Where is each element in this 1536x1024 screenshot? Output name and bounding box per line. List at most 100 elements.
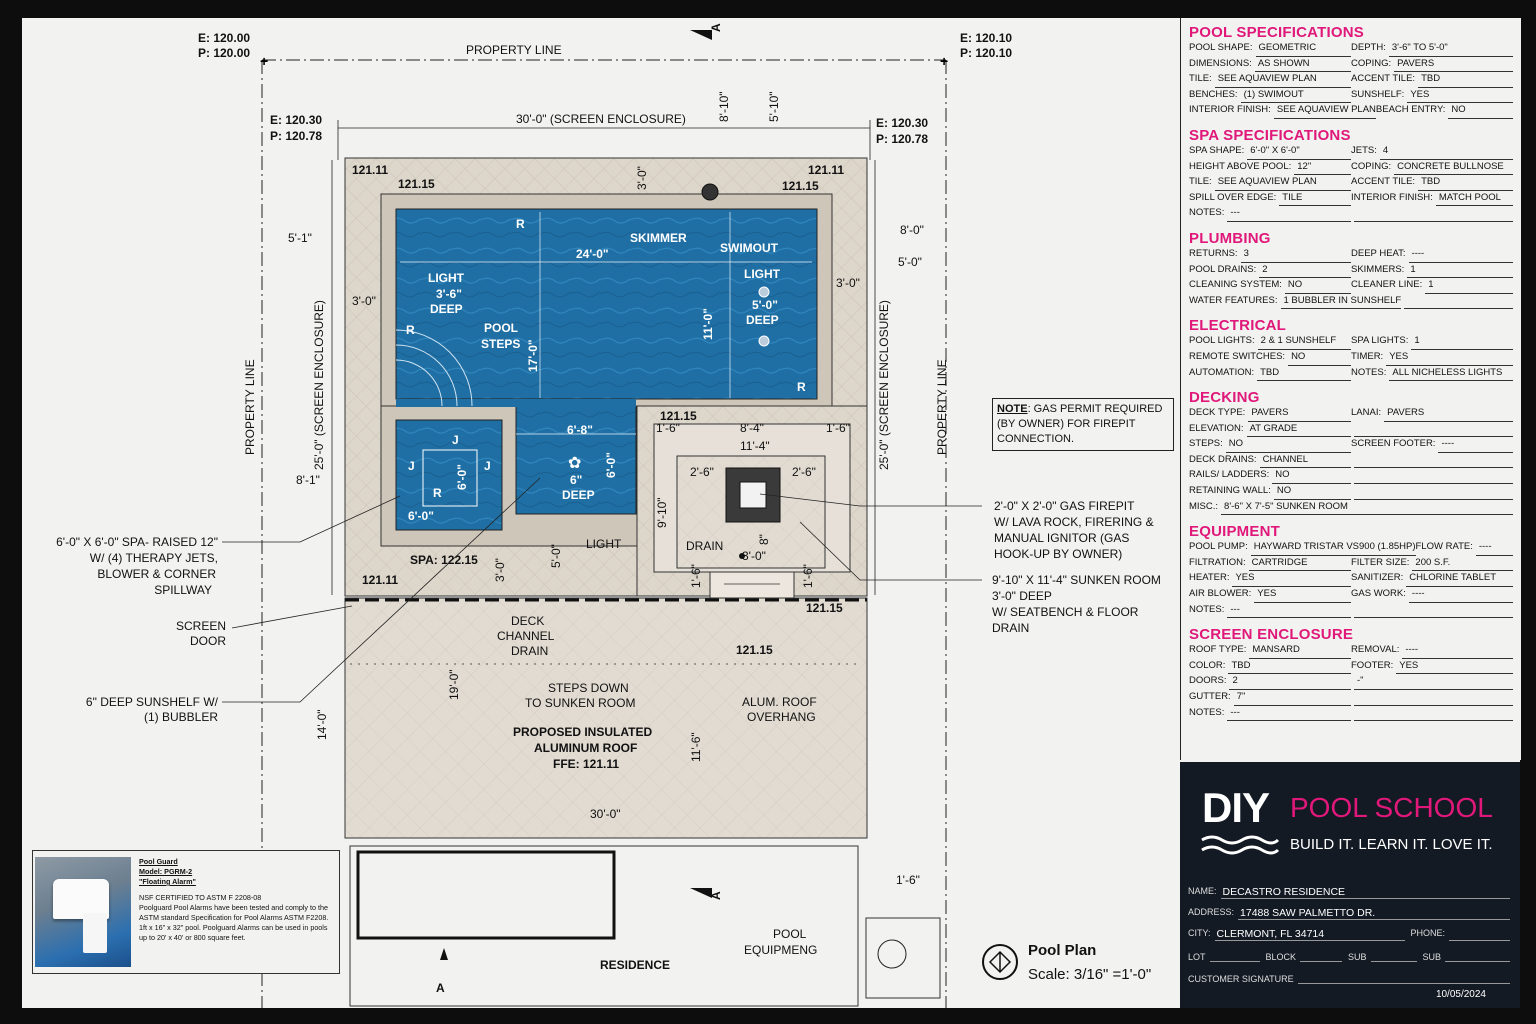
spec-value: 2 bbox=[1229, 674, 1351, 690]
elev-label: P: 120.00 bbox=[198, 46, 250, 60]
dim-label: 3'-0" bbox=[635, 166, 649, 190]
spec-value: HAYWARD TRISTAR VS900 (1.85HP) bbox=[1250, 540, 1416, 556]
spec-value: MATCH POOL bbox=[1435, 191, 1513, 207]
return-marker: R bbox=[797, 380, 806, 394]
sunshelf-depth: DEEP bbox=[562, 488, 595, 502]
spec-key: SUNSHELF: bbox=[1351, 88, 1405, 100]
spec-key: JETS: bbox=[1351, 144, 1377, 156]
steps-down-label: TO SUNKEN ROOM bbox=[525, 696, 635, 710]
tb-name-row: NAME:DECASTRO RESIDENCE bbox=[1188, 886, 1510, 899]
grade-label: 121.15 bbox=[806, 601, 843, 615]
grade-label: 121.15 bbox=[660, 409, 697, 423]
dim-label: 1'-6" bbox=[689, 564, 703, 588]
skimmer-label: SKIMMER bbox=[630, 231, 687, 245]
title-block: DIY POOL SCHOOL BUILD IT. LEARN IT. LOVE… bbox=[1180, 762, 1520, 1008]
spec-key: FILTRATION: bbox=[1189, 556, 1246, 568]
callout-sunken: DRAIN bbox=[992, 621, 1029, 635]
spec-section-title: DECKING bbox=[1189, 389, 1260, 407]
spec-value: TBD bbox=[1257, 366, 1351, 382]
pool-water bbox=[395, 208, 818, 400]
spec-value bbox=[1354, 690, 1513, 706]
tb-date: 10/05/2024 bbox=[1435, 989, 1486, 1000]
depth-label: DEEP bbox=[746, 313, 779, 327]
grade-label: SPA: 122.15 bbox=[410, 553, 478, 567]
spec-key: WATER FEATURES: bbox=[1189, 294, 1278, 306]
steps-down-label: STEPS DOWN bbox=[548, 681, 629, 695]
roof-label: PROPOSED INSULATED bbox=[513, 725, 652, 739]
spec-key: DIMENSIONS: bbox=[1189, 57, 1252, 69]
section-marker bbox=[690, 30, 712, 40]
spec-key: AUTOMATION: bbox=[1189, 366, 1255, 378]
floor-drain bbox=[739, 553, 745, 559]
dim-label: 8'-0" bbox=[900, 223, 924, 237]
spec-value: TILE bbox=[1279, 191, 1351, 207]
dim-label: 17'-0" bbox=[526, 339, 540, 372]
spec-value bbox=[1354, 603, 1513, 619]
light-label: LIGHT bbox=[428, 271, 465, 285]
elev-label: E: 120.00 bbox=[198, 31, 250, 45]
spec-key: COPING: bbox=[1351, 57, 1392, 69]
note-text: : GAS PERMIT REQUIRED (BY OWNER) FOR FIR… bbox=[997, 403, 1163, 445]
dim-label: 5'-0" bbox=[898, 255, 922, 269]
spec-key: MISC.: bbox=[1189, 500, 1219, 512]
deck-drain-label: DECK bbox=[511, 614, 544, 628]
spec-key: ACCENT TILE: bbox=[1351, 176, 1416, 188]
pool-steps bbox=[395, 329, 473, 407]
pool-guard-title: Pool Guard bbox=[139, 857, 178, 866]
dim-label: 3'-0" bbox=[836, 276, 860, 290]
property-lines bbox=[261, 59, 947, 1008]
dim-label: 2'-6" bbox=[690, 465, 714, 479]
callout-spa: SPILLWAY bbox=[154, 583, 212, 597]
overhang-label: ALUM. ROOF bbox=[742, 695, 817, 709]
pool-guard-cert: NSF CERTIFIED TO ASTM F 2208-08 bbox=[139, 893, 262, 902]
spec-key: POOL DRAINS: bbox=[1189, 263, 1257, 275]
spec-key: ACCENT TILE: bbox=[1351, 73, 1416, 85]
spec-value: NO bbox=[1273, 484, 1351, 500]
spec-key: NOTES: bbox=[1189, 603, 1225, 615]
spec-key: FOOTER: bbox=[1351, 659, 1394, 671]
spec-row: NOTES:--- bbox=[1189, 706, 1513, 722]
spec-value: 4 bbox=[1379, 144, 1513, 160]
spec-key: TILE: bbox=[1189, 73, 1212, 85]
callout-sunshelf: (1) BUBBLER bbox=[144, 710, 218, 724]
tb-address-row: ADDRESS:17488 SAW PALMETTO DR. bbox=[1188, 907, 1510, 920]
spec-key: RETAINING WALL: bbox=[1189, 485, 1271, 497]
spec-value bbox=[1404, 294, 1513, 310]
spec-section-title: EQUIPMENT bbox=[1189, 523, 1280, 541]
elev-label: P: 120.10 bbox=[960, 46, 1012, 60]
spec-key: LANAI: bbox=[1351, 407, 1382, 419]
spec-key: INTERIOR FINISH: bbox=[1189, 104, 1271, 116]
dim-label: 11'-6" bbox=[689, 732, 703, 762]
pool-guard-sub: "Floating Alarm" bbox=[139, 877, 196, 886]
jet-marker: J bbox=[484, 459, 491, 473]
dim-label: 5'-0" bbox=[549, 544, 563, 568]
roof-label: ALUMINUM ROOF bbox=[534, 741, 637, 755]
pool-guard-body: Poolguard Pool Alarms have been tested a… bbox=[139, 903, 329, 942]
spec-key: DECK TYPE: bbox=[1189, 407, 1246, 419]
spa-bench bbox=[422, 449, 478, 507]
dim-label: 9'-10" bbox=[655, 497, 669, 528]
corner-plus: + bbox=[940, 53, 948, 69]
waves-icon bbox=[1201, 835, 1280, 855]
deck-drain-label: DRAIN bbox=[511, 644, 548, 658]
spec-value: --- bbox=[1227, 206, 1351, 222]
overhang-label: OVERHANG bbox=[747, 710, 816, 724]
elev-label: E: 120.30 bbox=[876, 116, 928, 130]
spec-key: FILTER SIZE: bbox=[1351, 556, 1410, 568]
spec-row: POOL PUMP:HAYWARD TRISTAR VS900 (1.85HP)… bbox=[1189, 540, 1513, 556]
section-marker-label: A bbox=[709, 23, 723, 32]
grade-label: 121.11 bbox=[362, 573, 398, 587]
spec-value bbox=[1354, 468, 1513, 485]
dim-label: 24'-0" bbox=[576, 247, 609, 261]
dim-label: 1'-6" bbox=[896, 873, 920, 887]
